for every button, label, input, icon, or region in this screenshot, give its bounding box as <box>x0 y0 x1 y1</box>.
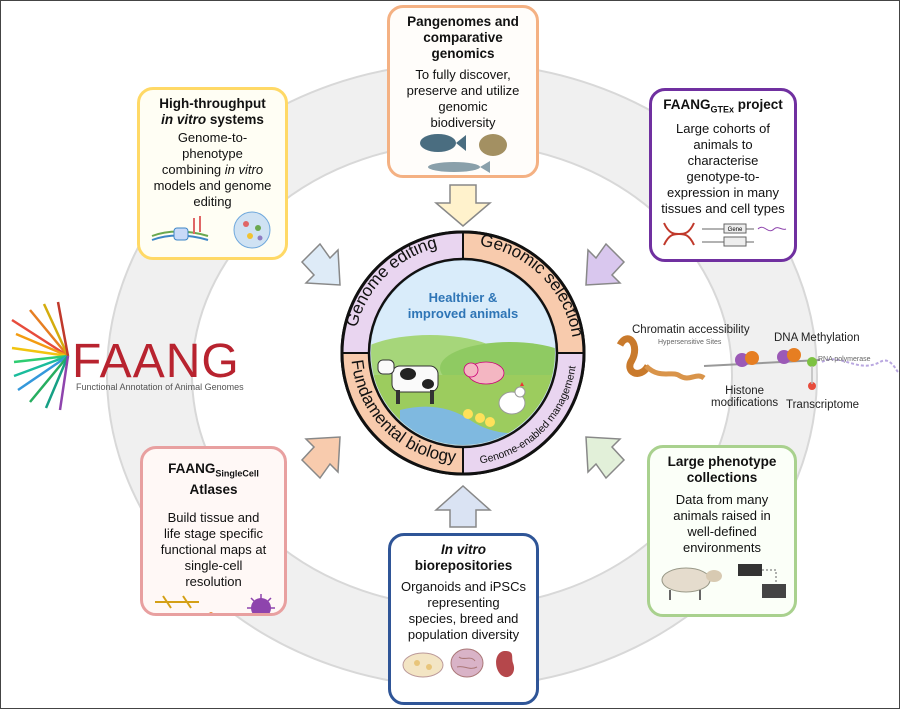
high-throughput-body-line: combining in vitro <box>146 162 279 178</box>
high-throughput-body: Genome-to- phenotype combining in vitro … <box>140 130 285 210</box>
fish-icon <box>420 134 507 173</box>
phenotype-body-line: animals raised in <box>673 508 771 523</box>
singlecell-title-sub: SingleCell <box>215 468 259 479</box>
sheep-camera-icon <box>661 564 786 600</box>
arrow-from-high-throughput <box>300 242 341 286</box>
pangenomes-body-line: To fully discover, <box>415 67 511 82</box>
pangenomes-box: Pangenomes and comparative genomics To f… <box>387 5 539 178</box>
high-throughput-title-line1: High-throughput <box>159 96 266 111</box>
pangenomes-title-line1: Pangenomes and <box>407 14 519 29</box>
chromatin-accessibility-label: Chromatin accessibility <box>632 324 750 336</box>
gtex-title: FAANGGTEx project <box>652 97 794 118</box>
phenotype-title-line1: Large phenotype <box>667 454 777 469</box>
high-throughput-box: High-throughput in vitro systems Genome-… <box>137 87 288 260</box>
transcriptome-label: Transcriptome <box>786 399 860 411</box>
faang-logo: FAANG <box>72 335 240 388</box>
singlecell-body-line: functional maps at <box>160 541 267 557</box>
singlecell-title-prefix: FAANG <box>168 461 216 476</box>
high-throughput-title-line2: in vitro systems <box>140 112 285 128</box>
arrow-from-biorepositories <box>434 484 492 528</box>
pangenomes-body-line: biodiversity <box>430 115 496 130</box>
center-title-line2: improved animals <box>408 306 519 321</box>
pangenomes-title: Pangenomes and comparative genomics <box>390 14 536 62</box>
singlecell-body-line: resolution <box>185 573 242 589</box>
cells-icon <box>154 593 275 613</box>
phenotype-body-line: Data from many <box>675 492 769 507</box>
arrow-from-pangenomes <box>433 184 493 227</box>
gtex-title-sub: GTEx <box>710 104 734 115</box>
histone-line2: modifications <box>711 397 779 409</box>
organoids-icon <box>402 648 514 678</box>
high-throughput-body-plain: combining <box>161 162 225 177</box>
biorepositories-body-line: population diversity <box>407 627 520 642</box>
cow-icon <box>377 359 439 404</box>
singlecell-title: FAANGSingleCell Atlases <box>143 461 284 498</box>
faang-logo-burst <box>11 301 70 411</box>
center-wheel: Healthier & improved animals Genome edit… <box>340 230 587 476</box>
arrow-from-phenotype <box>585 436 626 480</box>
phenotype-title: Large phenotype collections <box>650 454 794 486</box>
rna-polymerase-label: RNA polymerase <box>818 356 871 363</box>
arrow-from-gtex <box>585 242 626 286</box>
gtex-body: Large cohorts of animals to characterise… <box>652 121 794 217</box>
phenotype-box: Large phenotype collections Data from ma… <box>647 445 797 617</box>
gene-label: Gene <box>728 227 743 233</box>
singlecell-body-line: single-cell <box>184 557 243 573</box>
chicken-icon <box>498 382 526 415</box>
pangenomes-title-line2: comparative genomics <box>423 30 503 61</box>
arrow-from-singlecell <box>300 436 341 480</box>
gtex-body-line: expression in many <box>667 184 779 200</box>
phenotype-body: Data from many animals raised in well-de… <box>650 492 794 556</box>
singlecell-body: Build tissue and life stage specific fun… <box>143 510 284 590</box>
biorepositories-title: In vitro biorepositories <box>391 542 536 574</box>
gtex-body-line: genotype-to- <box>686 168 760 184</box>
histone-modifications-label: Histone modifications <box>711 385 778 409</box>
hypersensitive-sites-label: Hypersensitive Sites <box>658 339 722 346</box>
singlecell-body-line: Build tissue and <box>167 509 260 525</box>
crispr-petri-icon <box>151 211 270 249</box>
singlecell-body-line: life stage specific <box>164 525 263 541</box>
high-throughput-title-rest: systems <box>206 112 264 127</box>
biorepositories-title-line2: biorepositories <box>414 558 513 573</box>
gtex-body-line: animals to <box>693 136 753 152</box>
high-throughput-title: High-throughput in vitro systems <box>140 96 285 128</box>
dna-expression-icon: Gene <box>663 222 787 247</box>
biorepositories-title-line1: In vitro <box>391 542 536 558</box>
chicks-icon <box>463 409 495 427</box>
biorepositories-box: In vitro biorepositories Organoids and i… <box>388 533 539 705</box>
high-throughput-body-line: Genome-to- <box>177 130 248 145</box>
high-throughput-body-line: models and genome <box>153 178 272 193</box>
histone-line1: Histone <box>725 385 765 397</box>
dna-methylation-label: DNA Methylation <box>774 332 860 344</box>
high-throughput-title-italic: in vitro <box>161 112 207 127</box>
gtex-title-prefix: FAANG <box>663 97 711 112</box>
chromatin-illustration <box>616 335 899 390</box>
high-throughput-body-italic: in vitro <box>224 162 264 177</box>
pig-icon <box>463 361 505 385</box>
biorepositories-body-line: Organoids and iPSCs <box>400 579 526 594</box>
gtex-body-line: tissues and cell types <box>661 200 785 216</box>
biorepositories-title-italic: In vitro <box>440 542 486 557</box>
gtex-box: FAANGGTEx project Large cohorts of anima… <box>649 88 797 262</box>
biorepositories-body-line: representing <box>427 595 500 610</box>
pangenomes-body-line: preserve and utilize <box>406 83 520 98</box>
phenotype-title-line2: collections <box>686 470 758 485</box>
center-title-line1: Healthier & <box>429 290 498 305</box>
gtex-body-line: characterise <box>687 152 759 168</box>
high-throughput-body-line: editing <box>193 194 232 209</box>
pangenomes-body: To fully discover, preserve and utilize … <box>390 67 536 131</box>
biorepositories-body: Organoids and iPSCs representing species… <box>391 579 536 643</box>
pangenomes-body-line: genomic <box>438 99 488 114</box>
faang-logo-subtitle: Functional Annotation of Animal Genomes <box>76 382 244 392</box>
singlecell-title-suffix: Atlases <box>189 481 238 497</box>
gtex-title-suffix: project <box>734 97 783 112</box>
phenotype-body-line: environments <box>682 540 762 555</box>
biorepositories-body-line: species, breed and <box>408 611 519 626</box>
singlecell-box: FAANGSingleCell Atlases Build tissue and… <box>140 446 287 616</box>
gtex-body-line: Large cohorts of <box>676 120 770 136</box>
high-throughput-body-line: phenotype <box>182 146 243 161</box>
phenotype-body-line: well-defined <box>687 524 757 539</box>
